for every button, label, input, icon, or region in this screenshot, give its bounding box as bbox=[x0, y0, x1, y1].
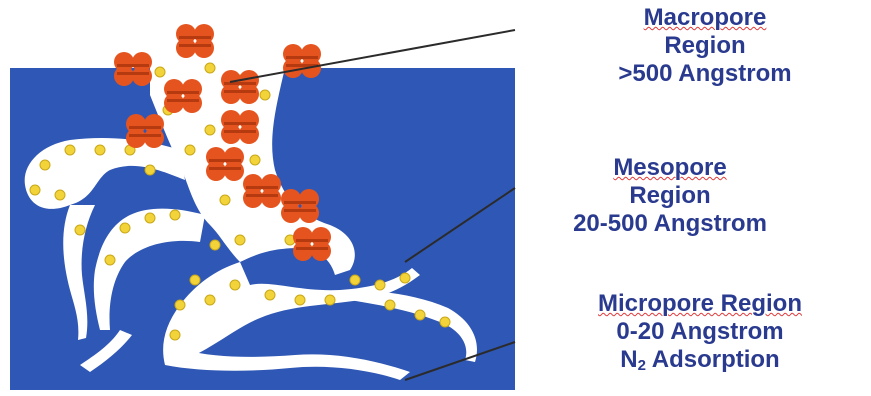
micro-particle bbox=[170, 330, 180, 340]
micro-particle bbox=[30, 185, 40, 195]
micropore-label-line3-suffix: Adsorption bbox=[646, 346, 780, 373]
micro-particle bbox=[170, 210, 180, 220]
mesopore-label-line3: 20-500 Angstrom bbox=[510, 210, 830, 238]
micropore-label-line1: Micropore Region bbox=[535, 290, 865, 318]
micro-particle bbox=[375, 280, 385, 290]
micro-particle bbox=[230, 280, 240, 290]
macro-particle bbox=[176, 24, 214, 58]
micro-particle bbox=[65, 145, 75, 155]
micro-particle bbox=[75, 225, 85, 235]
macropore-label: Macropore Region >500 Angstrom bbox=[560, 4, 850, 88]
micro-particle bbox=[210, 240, 220, 250]
micro-particle bbox=[295, 295, 305, 305]
micro-particle bbox=[400, 273, 410, 283]
micropore-label-line2: 0-20 Angstrom bbox=[535, 318, 865, 346]
micro-particle bbox=[105, 255, 115, 265]
micro-particle bbox=[185, 145, 195, 155]
mesopore-label-line1: Mesopore bbox=[510, 154, 830, 182]
micro-particle bbox=[145, 165, 155, 175]
micro-particle bbox=[205, 125, 215, 135]
mesopore-label-line2: Region bbox=[510, 182, 830, 210]
micro-particle bbox=[55, 190, 65, 200]
micropore-label: Micropore Region 0-20 Angstrom N2 Adsorp… bbox=[535, 290, 865, 380]
micro-particle bbox=[205, 63, 215, 73]
micro-particle bbox=[385, 300, 395, 310]
micro-particle bbox=[190, 275, 200, 285]
micro-particle bbox=[235, 235, 245, 245]
micro-particle bbox=[40, 160, 50, 170]
micropore-label-line3: N2 Adsorption bbox=[535, 346, 865, 380]
micro-particle bbox=[415, 310, 425, 320]
micro-particle bbox=[250, 155, 260, 165]
micro-particle bbox=[350, 275, 360, 285]
micro-particle bbox=[120, 223, 130, 233]
macropore-label-line2: Region bbox=[560, 32, 850, 60]
micro-particle bbox=[155, 67, 165, 77]
micro-particle bbox=[175, 300, 185, 310]
micro-particle bbox=[220, 195, 230, 205]
micro-particle bbox=[145, 213, 155, 223]
micropore-label-line3-subscript: 2 bbox=[638, 357, 646, 374]
mesopore-label: Mesopore Region 20-500 Angstrom bbox=[510, 154, 830, 238]
micro-particle bbox=[265, 290, 275, 300]
micro-particle bbox=[325, 295, 335, 305]
micro-particle bbox=[260, 90, 270, 100]
macropore-label-line3: >500 Angstrom bbox=[560, 60, 850, 88]
micro-particle bbox=[95, 145, 105, 155]
micro-particle bbox=[205, 295, 215, 305]
macropore-label-line1: Macropore bbox=[560, 4, 850, 32]
micropore-label-line3-prefix: N bbox=[620, 346, 637, 373]
micro-particle bbox=[440, 317, 450, 327]
